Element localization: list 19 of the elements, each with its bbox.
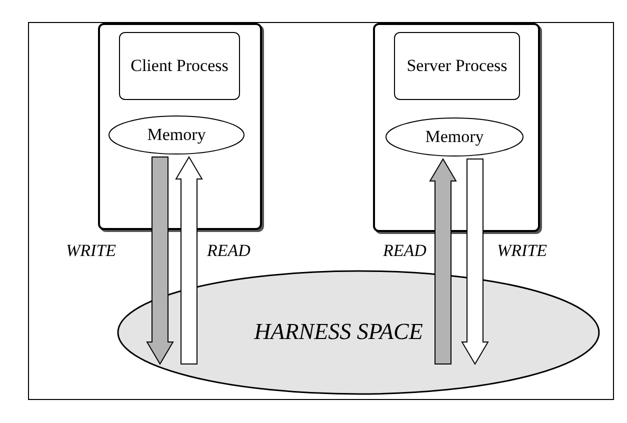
process-box xyxy=(394,32,520,100)
edge-label: WRITE xyxy=(497,240,548,262)
process-container xyxy=(98,23,262,230)
space-label: HARNESS SPACE xyxy=(254,318,423,346)
process-box xyxy=(119,32,240,100)
edge-label: READ xyxy=(383,240,426,262)
block-arrow xyxy=(461,158,489,365)
memory-ellipse xyxy=(108,115,245,155)
block-arrow xyxy=(175,156,203,364)
memory-ellipse xyxy=(385,117,524,157)
block-arrow xyxy=(429,158,457,364)
edge-label: WRITE xyxy=(66,240,116,262)
process-container xyxy=(373,23,540,232)
block-arrow xyxy=(146,156,174,365)
memory-label: Memory xyxy=(425,126,484,148)
process-label: Client Process xyxy=(130,55,228,77)
memory-label: Memory xyxy=(147,124,206,146)
process-label: Server Process xyxy=(406,55,508,77)
edge-label: READ xyxy=(207,240,250,262)
